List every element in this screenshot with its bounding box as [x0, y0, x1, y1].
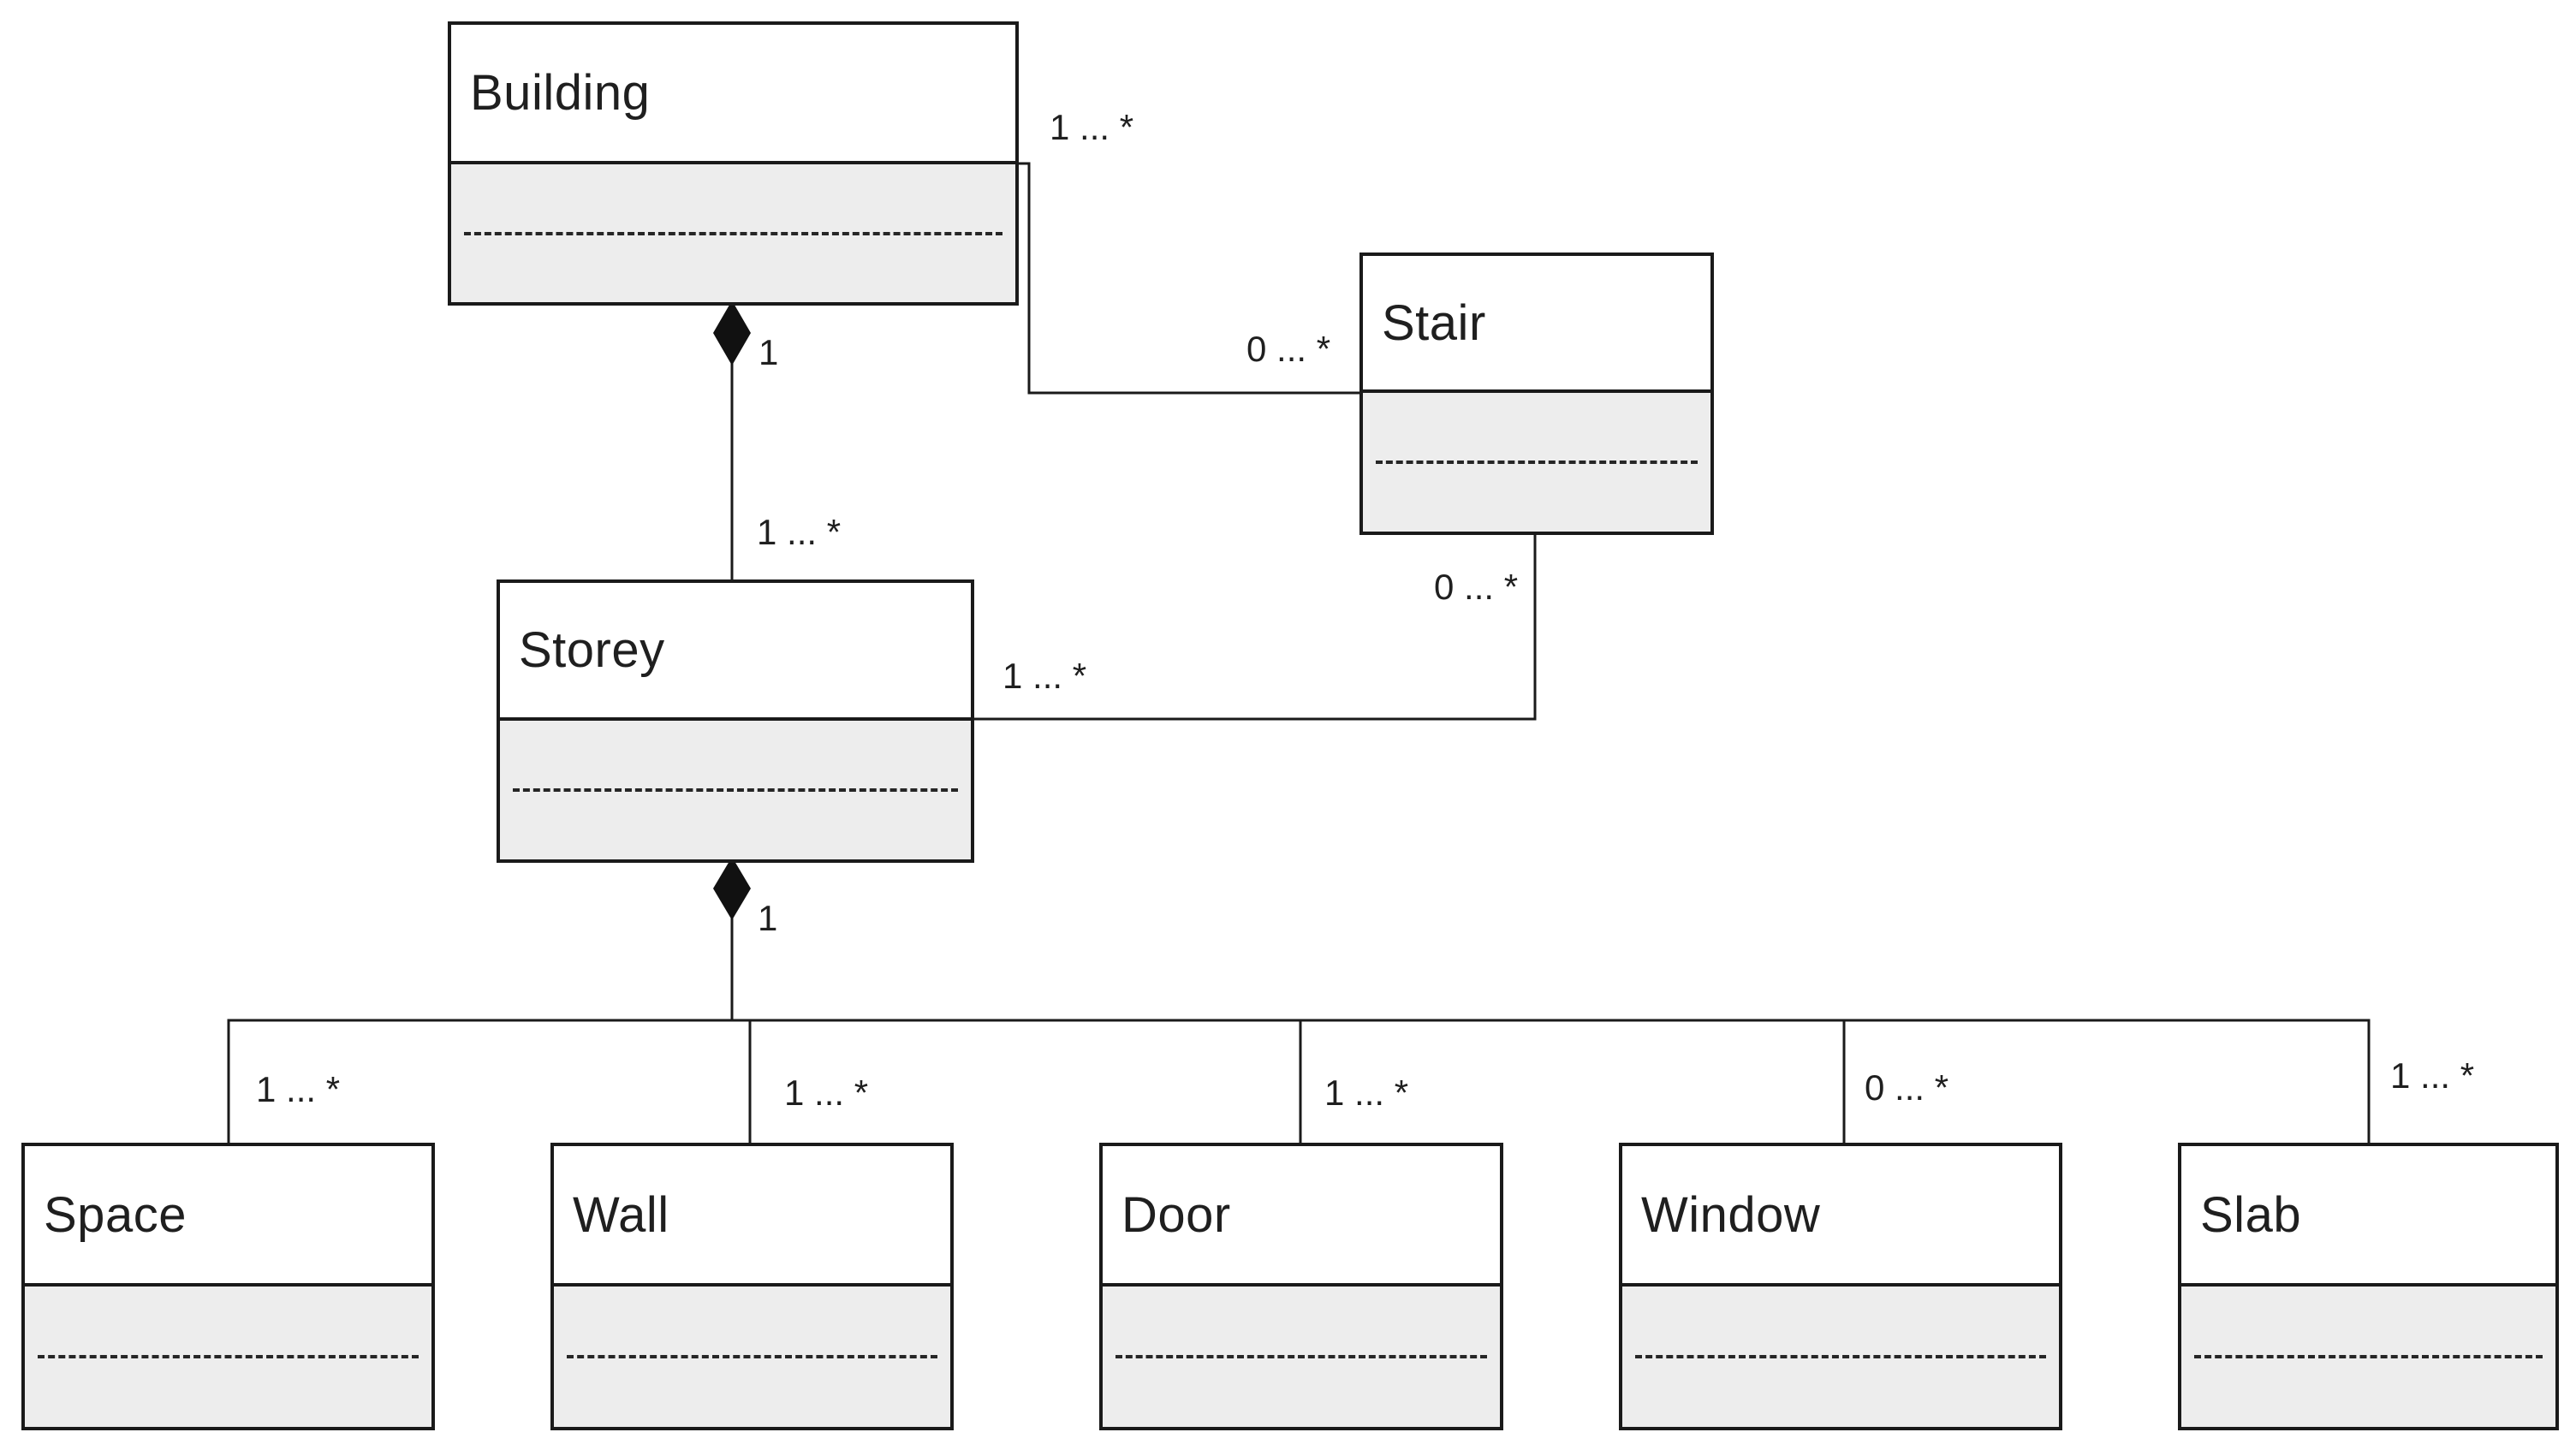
class-building-attributes: [451, 164, 1015, 302]
class-door: Door: [1099, 1143, 1503, 1430]
class-space: Space: [21, 1143, 435, 1430]
multiplicity-building-stair-to: 0 ... *: [1246, 329, 1331, 369]
multiplicity-storey-stair-from: 1 ... *: [1002, 656, 1087, 696]
class-storey-attributes: [500, 721, 971, 859]
class-space-attributes: [25, 1287, 431, 1427]
building-composition-diamond-icon: [713, 300, 751, 365]
multiplicity-storey-window: 0 ... *: [1865, 1067, 1949, 1108]
empty-attributes-line: [513, 788, 958, 792]
class-wall-name: Wall: [573, 1186, 669, 1243]
empty-attributes-line: [1635, 1355, 2046, 1358]
class-wall: Wall: [550, 1143, 954, 1430]
empty-attributes-line: [1376, 461, 1698, 464]
class-door-title: Door: [1103, 1146, 1500, 1287]
empty-attributes-line: [464, 231, 1002, 235]
class-stair-attributes: [1363, 393, 1710, 532]
class-storey-title: Storey: [500, 583, 971, 721]
multiplicity-storey-children-whole: 1: [758, 898, 778, 938]
class-space-name: Space: [44, 1186, 187, 1243]
class-door-name: Door: [1121, 1186, 1231, 1243]
storey-stair-line: [974, 535, 1537, 721]
class-stair: Stair: [1359, 253, 1714, 535]
class-door-attributes: [1103, 1287, 1500, 1427]
class-stair-name: Stair: [1382, 294, 1486, 351]
class-wall-title: Wall: [554, 1146, 950, 1287]
class-building-name: Building: [470, 65, 651, 121]
multiplicity-storey-slab: 1 ... *: [2390, 1055, 2475, 1096]
class-stair-title: Stair: [1363, 256, 1710, 393]
class-wall-attributes: [554, 1287, 950, 1427]
multiplicity-building-storey-part: 1 ... *: [757, 512, 842, 552]
multiplicity-storey-wall: 1 ... *: [784, 1073, 869, 1113]
class-window-title: Window: [1622, 1146, 2059, 1287]
class-storey-name: Storey: [519, 622, 665, 678]
class-storey: Storey: [497, 579, 974, 863]
class-window-attributes: [1622, 1287, 2059, 1427]
empty-attributes-line: [38, 1355, 419, 1358]
multiplicity-storey-door: 1 ... *: [1324, 1073, 1409, 1113]
class-slab-title: Slab: [2181, 1146, 2555, 1287]
class-slab-name: Slab: [2200, 1186, 2302, 1243]
storey-children-bus: [227, 1019, 2371, 1143]
multiplicity-storey-stair-to: 0 ... *: [1434, 567, 1519, 607]
class-space-title: Space: [25, 1146, 431, 1287]
multiplicity-building-storey-whole: 1: [759, 332, 779, 372]
empty-attributes-line: [2194, 1355, 2543, 1358]
storey-composition-diamond-icon: [713, 857, 751, 920]
building-stair-line: [1019, 162, 1359, 395]
class-building: Building: [448, 21, 1019, 306]
class-slab: Slab: [2178, 1143, 2559, 1430]
multiplicity-storey-space: 1 ... *: [256, 1069, 341, 1109]
class-building-title: Building: [451, 25, 1015, 164]
multiplicity-building-stair-from: 1 ... *: [1050, 107, 1134, 147]
class-slab-attributes: [2181, 1287, 2555, 1427]
class-window-name: Window: [1641, 1186, 1821, 1243]
empty-attributes-line: [1115, 1355, 1487, 1358]
empty-attributes-line: [567, 1355, 937, 1358]
class-window: Window: [1619, 1143, 2062, 1430]
